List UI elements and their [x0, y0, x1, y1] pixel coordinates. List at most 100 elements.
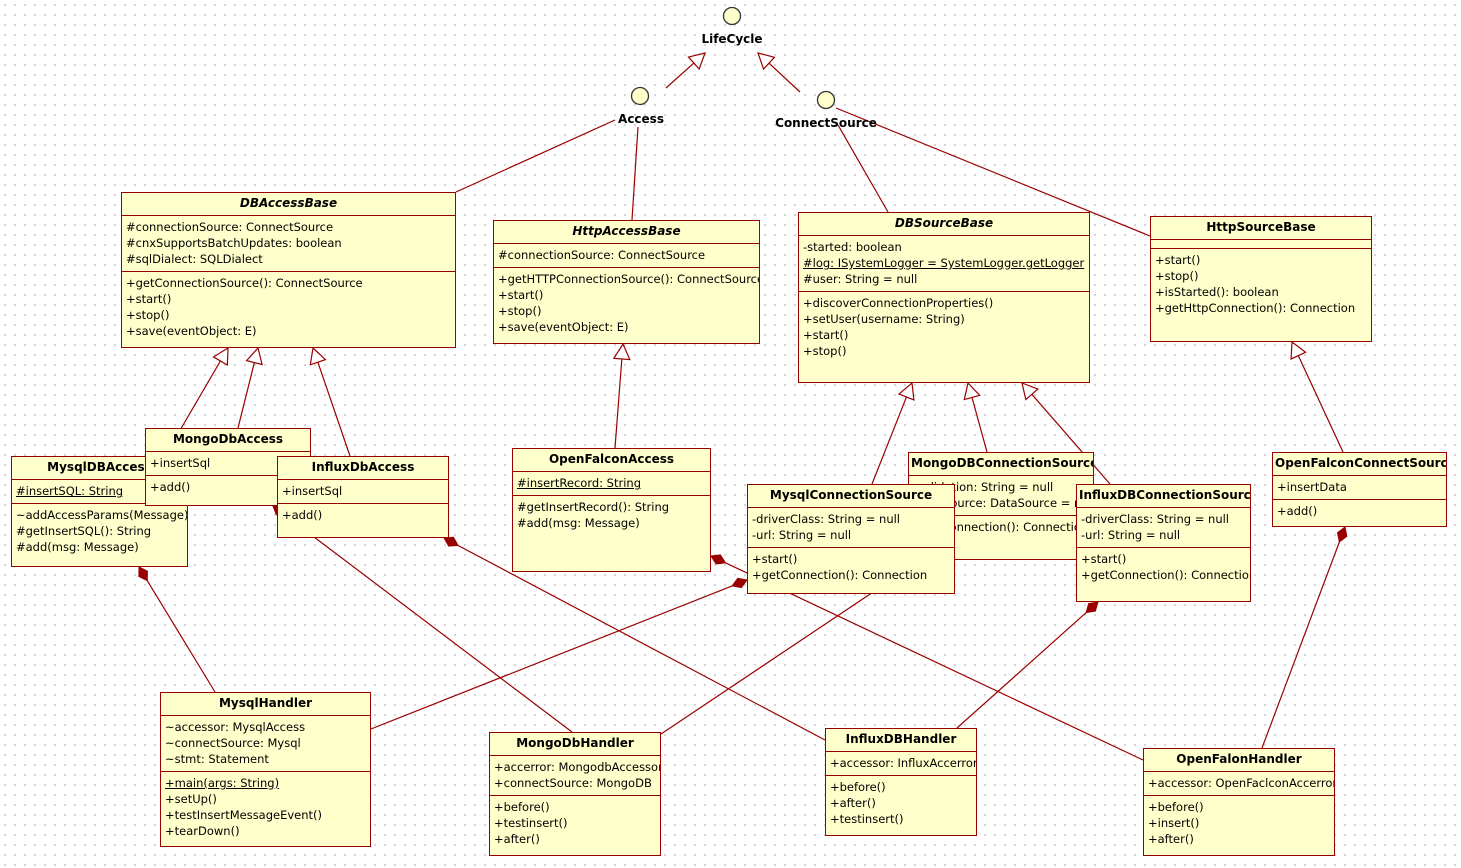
operation-row: +tearDown() [165, 824, 240, 838]
operations-compartment: +add() [146, 475, 310, 499]
operation-row: #add(msg: Message) [16, 540, 139, 554]
operation-row: +discoverConnectionProperties() [803, 296, 994, 310]
class-name: OpenFalonHandler [1176, 752, 1302, 766]
class-name: InfluxDBConnectionSource [1079, 488, 1251, 502]
attributes-compartment: -driverClass: String = null-url: String … [748, 507, 954, 547]
operation-row: +after() [1148, 832, 1194, 846]
attribute-row: -url: String = null [1081, 528, 1181, 542]
generalization-edge-access-to-lifecycle [665, 52, 706, 89]
operations-compartment: +add() [1273, 499, 1446, 523]
operation-row: +save(eventObject: E) [126, 324, 257, 338]
composition-edge-influxdbhandler-to-influxdbaccess [443, 536, 826, 741]
operation-row: +add() [1277, 504, 1318, 518]
generalization-arrowhead [757, 52, 776, 71]
generalization-arrowhead [612, 342, 631, 361]
attribute-row: #sqlDialect: SQLDialect [126, 252, 263, 266]
attribute-row: +insertSql [150, 456, 211, 470]
lifecycle-interface-icon [722, 6, 742, 26]
attribute-row: #log: ISystemLogger = SystemLogger.getLo… [803, 256, 1085, 270]
operations-compartment: +main(args: String)+setUp()+testInsertMe… [161, 771, 370, 843]
attribute-row: -driverClass: String = null [1081, 512, 1230, 526]
class-openfalconconnectsource[interactable]: OpenFalconConnectSource +insertData +add() [1272, 452, 1447, 527]
attribute-row: -url: String = null [752, 528, 852, 542]
class-mongodbhandler[interactable]: MongoDbHandler+accerror: MongodbAccessor… [489, 732, 661, 856]
generalization-arrowhead [687, 52, 706, 71]
operation-row: +getConnectionSource(): ConnectSource [126, 276, 363, 290]
generalization-edge-mongodbaccess-to-dbaccessbase [237, 346, 263, 429]
operation-row: +testInsertMessageEvent() [165, 808, 323, 822]
generalization-edge-influxdbaccess-to-dbaccessbase [309, 346, 351, 457]
operation-row: +getHTTPConnectionSource(): ConnectSourc… [498, 272, 760, 286]
composition-diamond [138, 566, 148, 582]
operation-row: +setUp() [165, 792, 217, 806]
class-mysqlconnectionsource[interactable]: MysqlConnectionSource-driverClass: Strin… [747, 484, 955, 594]
access-interface-label: Access [618, 112, 664, 126]
composition-edge-openfalonhandler-to-openfalconconnectsource [1261, 526, 1348, 749]
composition-edge-influxdbhandler-to-influxdbconnectionsource [956, 601, 1099, 729]
operations-compartment: +discoverConnectionProperties()+setUser(… [799, 291, 1089, 363]
composition-diamond [710, 554, 727, 565]
attributes-compartment: #insertRecord: String [513, 471, 710, 495]
class-influxdbaccess[interactable]: InfluxDbAccess+insertSql+add() [277, 456, 449, 538]
class-dbsourcebase[interactable]: DBSourceBase-started: boolean#log: ISyst… [798, 212, 1090, 383]
class-influxdbhandler[interactable]: InfluxDBHandler +accessor: InfluxAccerror… [825, 728, 977, 836]
attribute-row: #connectionSource: ConnectSource [126, 220, 334, 234]
attribute-row: +accerror: MongodbAccessor [494, 760, 661, 774]
composition-edge-mysqlhandler-to-mysqldbaccess [138, 566, 216, 693]
attributes-compartment: ~accessor: MysqlAccess ~connectSource: My… [161, 715, 370, 771]
class-name: OpenFalconConnectSource [1275, 456, 1447, 470]
class-name: InfluxDBHandler [845, 732, 957, 746]
operations-compartment: +getHTTPConnectionSource(): ConnectSourc… [494, 267, 759, 339]
generalization-arrowhead [963, 381, 981, 401]
operation-row: +start() [1081, 552, 1127, 566]
attribute-row: #insertSQL: String [16, 484, 124, 498]
operation-row: +add() [150, 480, 191, 494]
generalization-arrowhead [897, 381, 915, 401]
class-influxdbconnectionsource[interactable]: InfluxDBConnectionSource -driverClass: St… [1076, 484, 1251, 602]
operation-row: +start() [126, 292, 172, 306]
attributes-compartment [1151, 239, 1371, 248]
attribute-row: ~accessor: MysqlAccess [165, 720, 306, 734]
operations-compartment: ~addAccessParams(Message)#getInsertSQL()… [12, 503, 187, 559]
generalization-arrowhead [245, 346, 263, 366]
generalization-edge-connectsource-to-lifecycle [757, 52, 801, 93]
class-name: OpenFalconAccess [548, 452, 674, 466]
generalization-edge-openfalconaccess-to-httpaccessbase [612, 342, 631, 449]
class-mongodbconnectionsource[interactable]: MongoDBConnectionSource-validation: Stri… [908, 452, 1094, 560]
class-httpsourcebase[interactable]: HttpSourceBase+start()+stop()+isStarted(… [1150, 216, 1372, 342]
attributes-compartment: +insertData [1273, 475, 1446, 499]
operations-compartment: +start() +getConnection(): Connection [1077, 547, 1250, 587]
lifecycle-interface-label: LifeCycle [701, 32, 763, 46]
attribute-row: ~stmt: Statement [165, 752, 269, 766]
realization-line-edge-dbaccessbase-to-access [455, 119, 616, 193]
class-name: MongoDBConnectionSource [911, 456, 1094, 470]
generalization-arrowhead [1290, 340, 1307, 360]
operation-row: +add() [282, 508, 323, 522]
class-mysqlhandler[interactable]: MysqlHandler~accessor: MysqlAccess~conne… [160, 692, 371, 847]
attributes-compartment: +accessor: OpenFaclconAccerror [1144, 771, 1334, 795]
operation-row: +getConnection(): Connection [752, 568, 928, 582]
attributes-compartment: -driverClass: String = null -url: String … [1077, 507, 1250, 547]
class-openfalconaccess[interactable]: OpenFalconAccess#insertRecord: String#ge… [512, 448, 711, 572]
attributes-compartment: #insertSQL: String [12, 479, 187, 503]
class-httpaccessbase[interactable]: HttpAccessBase#connectionSource: Connect… [493, 220, 760, 344]
operation-row: +before() [494, 800, 550, 814]
attributes-compartment: +accessor: InfluxAccerror [826, 751, 976, 775]
attributes-compartment: #connectionSource: ConnectSource [494, 243, 759, 267]
attribute-row: #cnxSupportsBatchUpdates: boolean [126, 236, 342, 250]
attribute-row: ~connectSource: Mysql [165, 736, 301, 750]
access-interface-icon [630, 86, 650, 106]
class-dbaccessbase[interactable]: DBAccessBase#connectionSource: ConnectSo… [121, 192, 456, 348]
operation-row: +getConnection(): Connection [1081, 568, 1251, 582]
connectsource-interface-icon [816, 90, 836, 110]
generalization-edge-openfalconconnectsource-to-httpsourcebase [1290, 340, 1344, 453]
attributes-compartment: #connectionSource: ConnectSource #cnxSupp… [122, 215, 455, 271]
class-openfalonhandler[interactable]: OpenFalonHandler +accessor: OpenFaclconAc… [1143, 748, 1335, 856]
composition-edge-mysqlhandler-to-mysqlconnectionsource [370, 577, 748, 730]
operation-row: +stop() [1155, 269, 1199, 283]
realization-line-edge-dbsourcebase-to-connectsource [837, 124, 889, 213]
attribute-row: -dataSource: DataSource = null [913, 496, 1094, 510]
attributes-compartment: -started: boolean#log: ISystemLogger = S… [799, 235, 1089, 291]
